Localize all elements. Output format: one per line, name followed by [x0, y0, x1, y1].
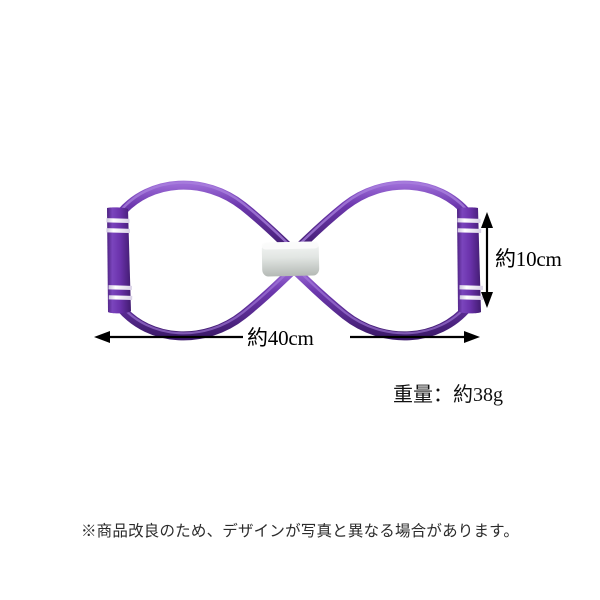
- width-dimension-arrow: [94, 331, 480, 343]
- weight-spec-label: 重量：約38g: [393, 384, 503, 406]
- right-handle-grip: [457, 207, 484, 314]
- center-connector-sleeve: [261, 241, 320, 277]
- height-dimension-label: 約10cm: [495, 247, 562, 271]
- design-disclaimer-note: ※商品改良のため、デザインが写真と異なる場合があります。: [80, 523, 520, 540]
- band-right-loop: [291, 180, 473, 341]
- width-dimension-label: 約40cm: [247, 326, 314, 350]
- band-left-loop: [115, 180, 297, 341]
- left-handle-grip: [106, 207, 133, 314]
- height-dimension-arrow: [481, 212, 493, 308]
